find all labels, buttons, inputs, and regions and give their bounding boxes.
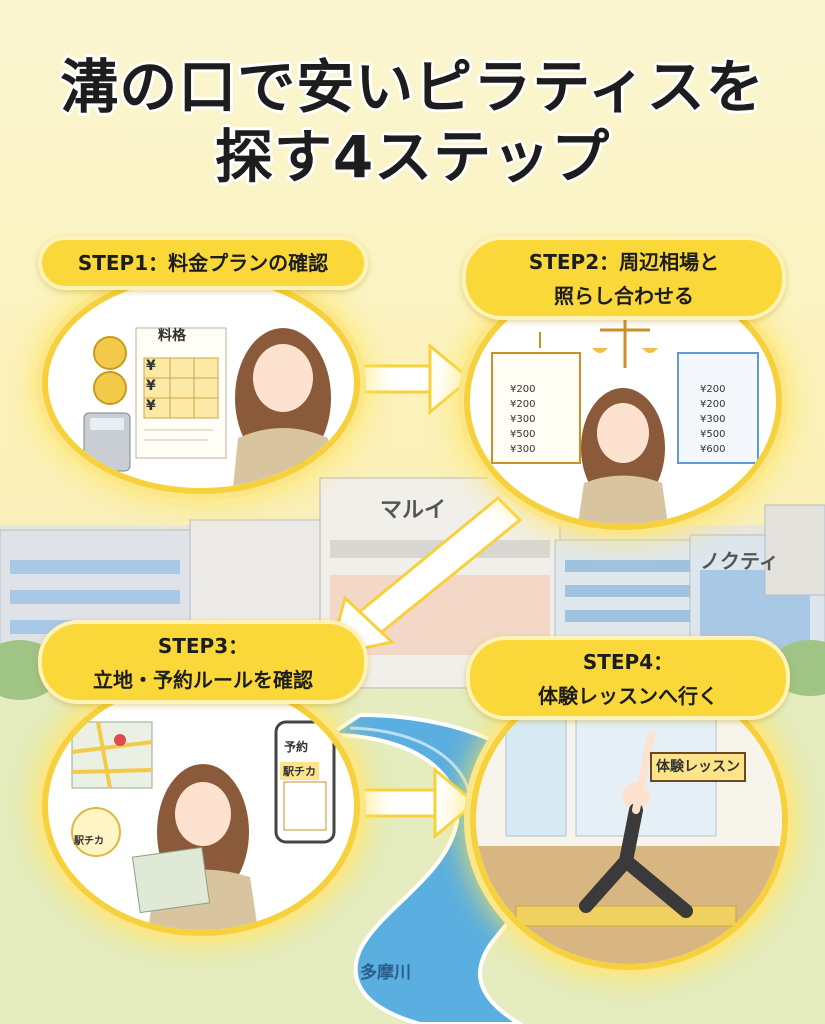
studio-window [505,715,567,837]
paper-map [131,846,211,914]
river-label: 多摩川 [360,963,411,983]
step4-sign-text: 体験レッスン [656,759,740,775]
arrow-step1-to-step2 [343,342,473,416]
price-item: ¥200 [700,399,726,410]
step3-phone-title: 予約 [284,740,309,754]
step4-illustration [476,676,782,964]
coin-icon [93,336,127,370]
title-line-2: 探す4ステップ [214,123,611,191]
step2-label: STEP2：周辺相場と 照らし合わせる [462,236,786,320]
step3-label-line2: 立地・予約ルールを確認 [93,668,313,692]
price-item: ¥500 [700,429,726,440]
step1-label: STEP1：料金プランの確認 [38,236,368,290]
map-icon [71,721,153,789]
step4-circle [470,670,788,970]
yen-mark: ¥ [146,398,156,414]
step4-sign: 体験レッスン [650,752,746,782]
step1-sheet-title: 料格 [158,328,186,344]
step3-pin-label: 駅チカ [74,836,104,847]
step4-label-line1: STEP4： [582,650,674,674]
price-list-left [491,352,581,464]
step3-circle [42,676,360,936]
coin-icon [93,371,127,405]
price-item: ¥200 [700,384,726,395]
woman-face [253,344,313,412]
step2-label-line1: STEP2：周辺相場と [528,250,720,274]
step4-label: STEP4： 体験レッスンへ行く [466,636,790,720]
yen-mark: ¥ [146,358,156,374]
station-pin-badge [71,807,121,857]
page-title: 溝の口で安いピラティスを 探す4ステップ [0,52,825,192]
step1-circle [42,272,360,494]
price-item: ¥200 [510,384,536,395]
price-item: ¥300 [510,444,536,455]
step2-list-left: ¥200 ¥200 ¥300 ¥500 ¥300 [510,382,535,457]
price-item: ¥200 [510,399,536,410]
yen-mark: ¥ [146,378,156,394]
title-line-1: 溝の口で安いピラティスを [60,53,765,121]
price-item: ¥300 [510,414,536,425]
building-sign-left: マルイ [380,498,447,523]
yoga-mat [515,905,737,927]
arrow-step3-to-step4 [348,766,478,840]
step1-illustration [83,327,333,488]
price-item: ¥300 [700,414,726,425]
price-list-right [677,352,759,464]
price-item: ¥600 [700,444,726,455]
step2-illustration [491,289,759,524]
price-item: ¥500 [510,429,536,440]
step3-illustration [71,720,336,930]
step4-label-line2: 体験レッスンへ行く [538,684,718,708]
step3-label-line1: STEP3： [157,634,249,658]
step2-list-right: ¥200 ¥200 ¥300 ¥500 ¥600 [700,382,725,457]
step3-label: STEP3： 立地・予約ルールを確認 [38,620,368,704]
step2-label-line2: 照らし合わせる [554,284,694,308]
step1-label-line1: STEP1：料金プランの確認 [77,251,329,275]
building-sign-right: ノクティ [700,549,779,573]
scale-icon [592,318,658,368]
step3-phone-badge: 駅チカ [280,762,319,780]
